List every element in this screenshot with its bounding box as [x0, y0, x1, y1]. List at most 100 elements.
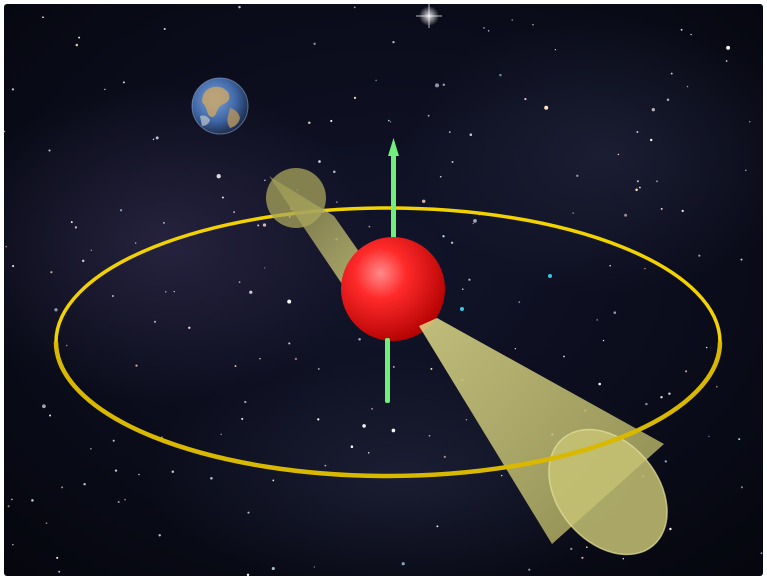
- star-icon: [656, 180, 658, 183]
- star-icon: [448, 131, 451, 133]
- star-icon: [247, 511, 250, 514]
- star-icon: [401, 562, 405, 566]
- star-icon: [749, 121, 751, 123]
- star-icon: [135, 364, 138, 367]
- star-icon: [660, 396, 663, 399]
- star-icon: [388, 119, 390, 122]
- star-icon: [50, 271, 53, 274]
- star-icon: [90, 447, 92, 450]
- star-icon: [288, 342, 291, 345]
- star-icon: [726, 45, 731, 50]
- star-icon: [74, 226, 78, 229]
- star-icon: [75, 43, 79, 47]
- star-icon: [61, 486, 64, 489]
- star-icon: [596, 319, 598, 321]
- star-icon: [598, 382, 601, 386]
- star-icon: [436, 525, 439, 528]
- star-icon: [465, 419, 468, 421]
- star-icon: [572, 212, 574, 214]
- star-icon: [472, 222, 475, 225]
- star-icon: [210, 477, 213, 480]
- star-icon: [271, 566, 275, 571]
- star-icon: [119, 209, 123, 212]
- star-icon: [636, 130, 639, 134]
- star-icon: [188, 326, 191, 330]
- star-icon: [152, 138, 155, 141]
- nebula: [404, 14, 763, 294]
- star-icon: [241, 417, 244, 420]
- star-icon: [58, 570, 61, 573]
- star-icon: [428, 434, 431, 437]
- star-icon: [122, 81, 125, 84]
- star-icon: [238, 5, 241, 9]
- star-icon: [65, 344, 68, 347]
- star-icon: [443, 455, 446, 459]
- star-icon: [45, 522, 48, 524]
- star-icon: [124, 498, 126, 501]
- star-icon: [362, 424, 366, 428]
- star-icon: [511, 19, 513, 21]
- star-icon: [638, 186, 641, 189]
- star-icon: [155, 136, 159, 140]
- star-icon: [5, 245, 8, 248]
- star-icon: [442, 83, 446, 87]
- scene-canvas: [4, 4, 763, 576]
- star-icon: [698, 254, 701, 257]
- star-icon: [473, 219, 477, 223]
- star-icon: [430, 367, 433, 370]
- star-icon: [161, 436, 163, 438]
- space-scene: [4, 4, 763, 576]
- star-icon: [216, 174, 221, 179]
- star-icon: [317, 367, 320, 370]
- star-icon: [708, 435, 710, 438]
- star-icon: [336, 201, 338, 203]
- star-icon: [163, 27, 166, 31]
- star-icon: [333, 170, 336, 174]
- star-icon: [221, 196, 224, 199]
- emission-beam-upper: [266, 168, 369, 284]
- nebula: [4, 84, 374, 404]
- star-icon: [233, 211, 236, 214]
- star-icon: [669, 527, 672, 531]
- star-icon: [442, 235, 445, 238]
- star-icon: [528, 568, 531, 571]
- star-icon: [391, 428, 396, 433]
- star-icon: [650, 138, 653, 142]
- pulsar-sphere: [341, 237, 445, 341]
- star-icon: [548, 274, 552, 278]
- star-icon: [317, 418, 320, 421]
- star-icon: [434, 83, 440, 88]
- star-icon: [576, 174, 579, 177]
- star-icon: [622, 558, 625, 560]
- star-icon: [264, 179, 266, 182]
- star-icon: [114, 469, 118, 472]
- star-icon: [740, 486, 743, 489]
- star-icon: [636, 180, 639, 183]
- star-icon: [111, 295, 114, 297]
- star-icon: [518, 301, 521, 303]
- star-icon: [249, 290, 253, 294]
- star-icon: [532, 24, 534, 26]
- star-icon: [246, 573, 250, 576]
- star-icon: [563, 355, 565, 358]
- star-icon: [4, 130, 6, 133]
- star-icon: [554, 48, 557, 51]
- star-icon: [651, 108, 655, 112]
- star-icon: [272, 479, 275, 482]
- star-icon: [330, 119, 333, 123]
- star-icon: [609, 264, 612, 267]
- star-icon: [78, 36, 81, 39]
- star-icon: [368, 225, 371, 228]
- star-icon: [427, 114, 430, 117]
- star-icon: [581, 556, 584, 559]
- star-icon: [487, 30, 490, 32]
- star-icon: [31, 499, 34, 502]
- star-icon: [135, 242, 137, 244]
- star-icon: [740, 258, 743, 261]
- star-icon: [375, 79, 377, 82]
- star-icon: [313, 566, 315, 568]
- star-icon: [7, 505, 10, 508]
- star-icon: [353, 96, 357, 99]
- rotation-axis: [385, 338, 390, 403]
